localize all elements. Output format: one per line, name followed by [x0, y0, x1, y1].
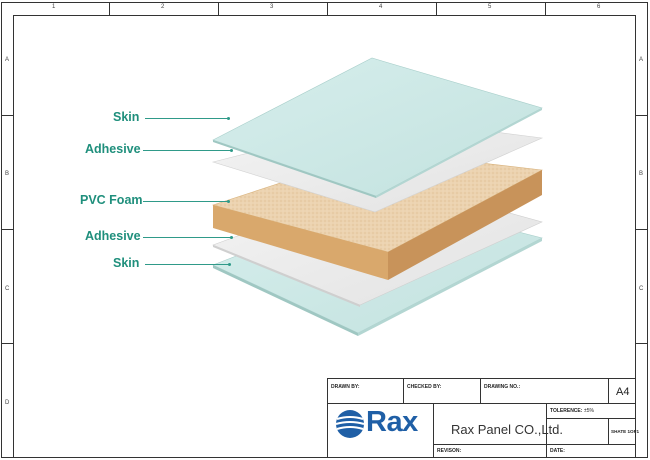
zone-col-2: 2 — [161, 4, 165, 10]
zone-tick — [545, 2, 546, 15]
leader-line — [143, 237, 231, 238]
zone-tick — [1, 343, 13, 344]
leader-dot — [228, 263, 231, 266]
inner-border — [13, 15, 636, 458]
globe-icon — [335, 410, 365, 438]
drawing-no-label: DRAWING NO.: — [484, 384, 521, 390]
leader-line — [143, 150, 231, 151]
company-name: Rax Panel CO.,Ltd. — [451, 422, 563, 437]
zone-row-c-right: C — [639, 286, 644, 292]
leader-dot — [230, 236, 233, 239]
zone-tick — [636, 115, 648, 116]
zone-tick — [109, 2, 110, 15]
zone-row-b-right: B — [639, 171, 644, 177]
leader-dot — [227, 117, 230, 120]
company-logo: Rax — [366, 406, 418, 438]
title-block: DRAWN BY: CHECKED BY: DRAWING NO.: A4 TO… — [327, 378, 639, 458]
leader-dot — [227, 200, 230, 203]
zone-col-4: 4 — [379, 4, 383, 10]
revision-label: REVISON: — [437, 448, 462, 454]
zone-row-a: A — [5, 57, 10, 63]
zone-col-1: 1 — [52, 4, 56, 10]
zone-row-c: C — [5, 286, 10, 292]
zone-tick — [1, 115, 13, 116]
zone-row-b: B — [5, 171, 10, 177]
tolerance-label: TOLERENCE: — [550, 408, 583, 414]
zone-col-6: 6 — [597, 4, 601, 10]
tolerance-value: ±5% — [584, 408, 594, 414]
label-pvc-foam: PVC Foam — [80, 193, 143, 207]
label-adhesive-top: Adhesive — [85, 142, 141, 156]
label-skin-top: Skin — [113, 110, 140, 124]
zone-tick — [218, 2, 219, 15]
top-skin-layer — [212, 57, 543, 198]
leader-line — [143, 201, 228, 202]
zone-tick — [436, 2, 437, 15]
leader-line — [145, 118, 228, 119]
zone-row-a-right: A — [639, 57, 644, 63]
paper-size: A4 — [616, 386, 630, 398]
checked-by-label: CHECKED BY: — [407, 384, 442, 390]
zone-tick — [327, 2, 328, 15]
zone-tick — [1, 229, 13, 230]
sheet-number: SHATE 1OF1 — [611, 429, 639, 434]
label-adhesive-bottom: Adhesive — [85, 229, 141, 243]
label-skin-bottom: Skin — [113, 256, 140, 270]
drawn-by-label: DRAWN BY: — [331, 384, 360, 390]
zone-col-5: 5 — [488, 4, 492, 10]
zone-tick — [636, 343, 648, 344]
zone-row-d: D — [5, 400, 10, 406]
zone-tick — [636, 229, 648, 230]
date-label: DATE: — [550, 448, 565, 454]
leader-line — [145, 264, 229, 265]
zone-col-3: 3 — [270, 4, 274, 10]
leader-dot — [230, 149, 233, 152]
